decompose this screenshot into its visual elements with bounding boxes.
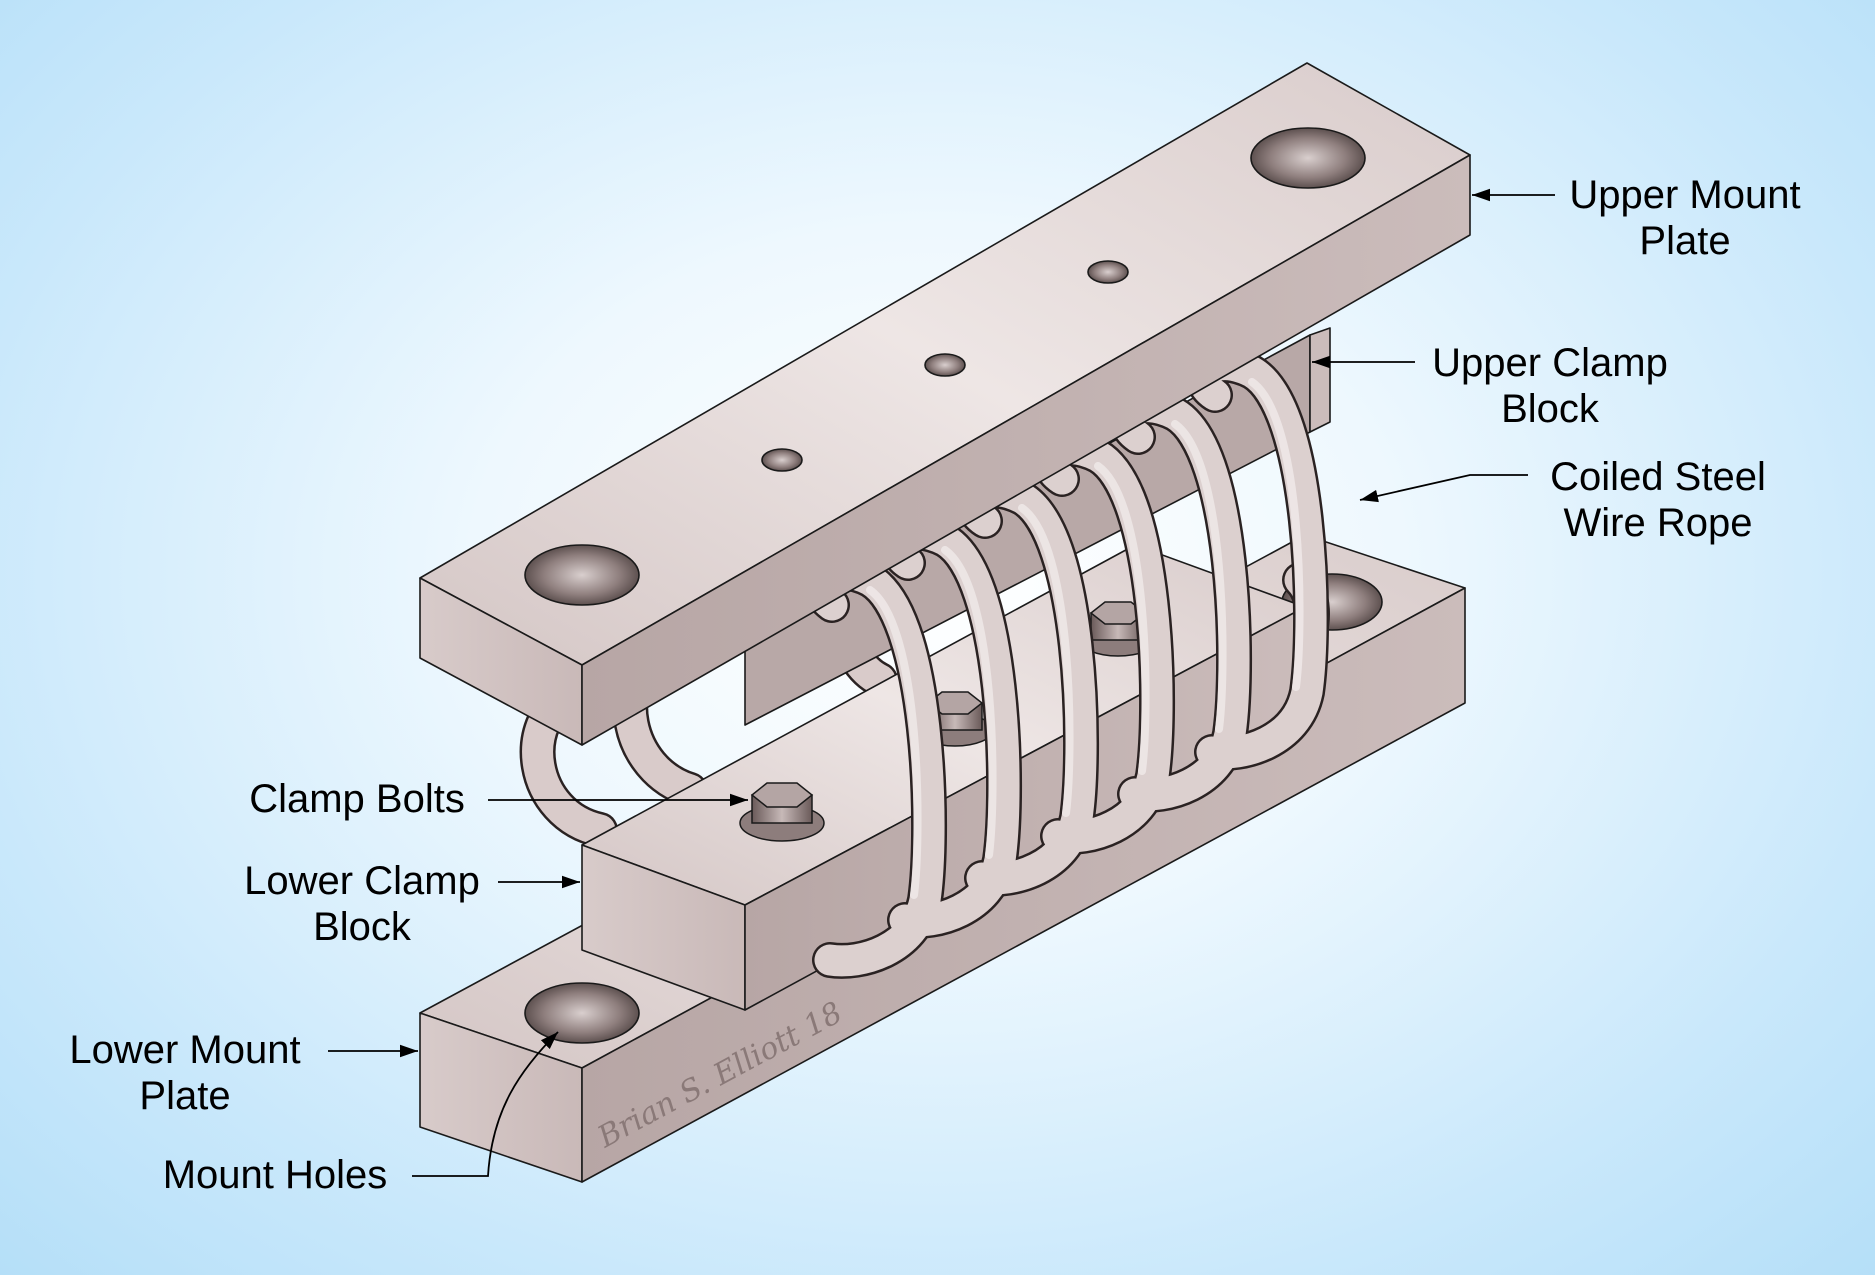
label-line: Block [1501,387,1599,431]
label-line: Upper Mount [1569,173,1801,217]
label-clamp-bolts: Clamp Bolts [232,776,482,822]
label-mount-holes: Mount Holes [150,1152,400,1198]
bolt-access-hole [1087,260,1129,284]
label-coiled-steel-wire-rope: Coiled Steel Wire Rope [1533,454,1783,546]
upper-clamp-end [1309,327,1331,433]
label-line: Wire Rope [1563,501,1753,545]
bolt-access-hole [761,448,803,472]
mount-hole-upper-rear [1250,127,1366,189]
label-line: Mount Holes [162,1153,388,1197]
mount-hole-lower [524,982,640,1044]
clamp-bolt [739,782,825,842]
leader-mount-holes [412,1031,559,1177]
label-line: Clamp Bolts [249,777,465,821]
bolt-access-hole [924,353,966,377]
label-lower-mount-plate: Lower Mount Plate [60,1027,310,1119]
leader-lines [328,188,1555,1177]
upper-mount-plate [419,62,1471,746]
label-line: Plate [1639,219,1731,263]
label-line: Block [313,905,411,949]
label-upper-mount-plate: Upper Mount Plate [1560,172,1810,264]
label-line: Plate [139,1074,231,1118]
mount-hole-upper-front [524,544,640,606]
label-upper-clamp-block: Upper Clamp Block [1420,340,1680,432]
label-lower-clamp-block: Lower Clamp Block [232,858,492,950]
label-line: Lower Mount [69,1028,301,1072]
label-line: Coiled Steel [1550,455,1766,499]
leader-coiled-wire-rope [1359,474,1528,503]
label-line: Upper Clamp [1432,341,1668,385]
upper-plate-side [581,154,1471,746]
label-line: Lower Clamp [244,859,480,903]
